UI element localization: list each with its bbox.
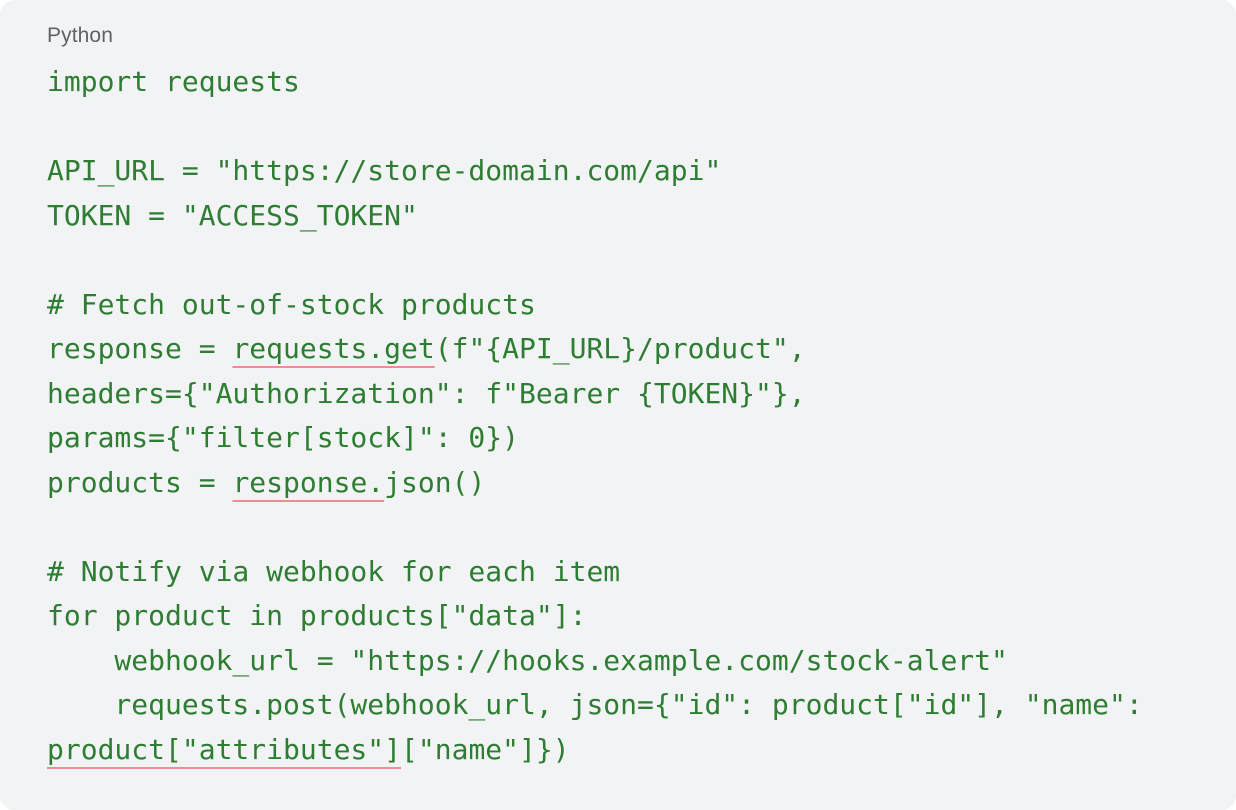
- code-line: requests.post(webhook_url, json={"id": p…: [47, 683, 1143, 728]
- code-line: response = requests.get(f"{API_URL}/prod…: [47, 327, 1143, 372]
- code-token: products =: [47, 465, 233, 499]
- code-language-label: Python: [47, 24, 113, 47]
- code-token: response =: [47, 332, 233, 365]
- code-line: products = response.json(): [47, 461, 1143, 506]
- code-token: import requests: [47, 65, 300, 98]
- code-line: [47, 238, 1143, 283]
- code-token: params={"filter[stock]": 0}): [47, 421, 520, 454]
- code-token: requests.post(webhook_url, json={"id": p…: [47, 688, 1143, 721]
- code-token: for product in products["data"]:: [47, 599, 587, 632]
- code-token: TOKEN = "ACCESS_TOKEN": [47, 198, 418, 232]
- code-token: ["name"]}): [401, 732, 570, 766]
- code-token: webhook_url = "https://hooks.example.com…: [47, 643, 1008, 677]
- code-token: API_URL = "https://store-domain.com/api": [47, 154, 722, 187]
- code-line: TOKEN = "ACCESS_TOKEN": [47, 194, 1143, 239]
- code-line: headers={"Authorization": f"Bearer {TOKE…: [47, 372, 1143, 417]
- spellcheck-flagged-token: product["attributes"]: [47, 732, 402, 766]
- code-line: product["attributes"]["name"]}): [47, 728, 1143, 773]
- code-line: for product in products["data"]:: [47, 594, 1143, 639]
- code-line: API_URL = "https://store-domain.com/api": [47, 149, 1143, 194]
- code-token: (f"{API_URL}/product",: [434, 332, 806, 365]
- code-line: import requests: [47, 60, 1143, 105]
- code-token: # Fetch out-of-stock products: [47, 287, 536, 321]
- code-token: json(): [384, 465, 486, 499]
- code-token: headers={"Authorization": f"Bearer {TOKE…: [47, 376, 806, 410]
- spellcheck-flagged-token: requests.get: [232, 332, 435, 365]
- code-line: params={"filter[stock]": 0}): [47, 416, 1143, 461]
- code-line: [47, 505, 1143, 550]
- code-line: webhook_url = "https://hooks.example.com…: [47, 639, 1143, 684]
- code-line: # Notify via webhook for each item: [47, 550, 1143, 595]
- spellcheck-flagged-token: response.: [232, 465, 385, 499]
- code-line: [47, 105, 1143, 150]
- code-token: # Notify via webhook for each item: [47, 554, 621, 588]
- code-line: # Fetch out-of-stock products: [47, 283, 1143, 328]
